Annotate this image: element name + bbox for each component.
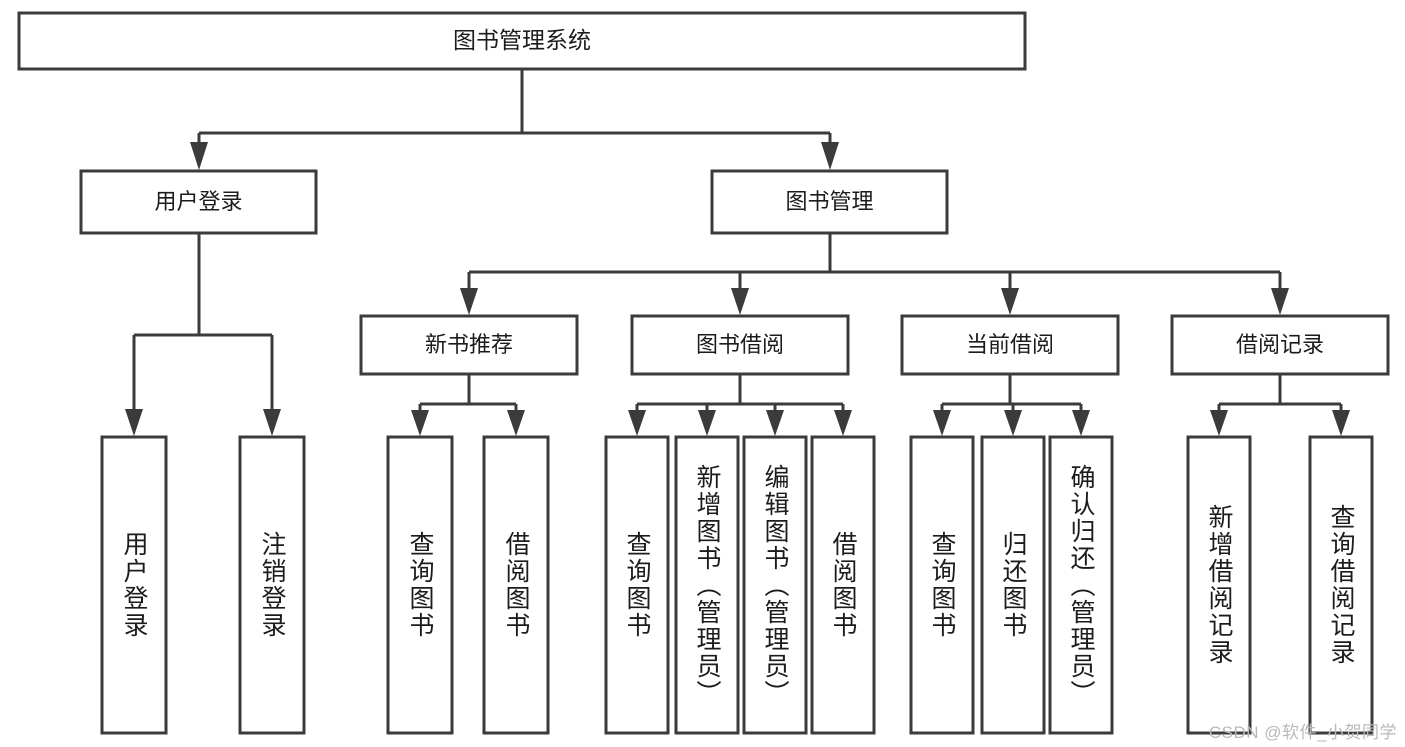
connector-borrow-record-to-leaves bbox=[1210, 374, 1350, 436]
connector-current-borrow-to-leaves bbox=[933, 374, 1090, 436]
node-leaf-query-book-1-box[interactable] bbox=[386, 435, 454, 735]
node-leaf-return-book-box[interactable] bbox=[980, 435, 1046, 735]
node-leaf-logout-login-box[interactable] bbox=[238, 435, 306, 735]
connector-new-book-recommend-to-leaves bbox=[411, 374, 525, 436]
node-new-book-recommend-box[interactable] bbox=[359, 314, 579, 376]
node-user-login-box[interactable] bbox=[79, 169, 318, 235]
node-leaf-add-book-box[interactable] bbox=[674, 435, 740, 735]
node-leaf-borrow-book-2-box[interactable] bbox=[810, 435, 876, 735]
connector-book-borrow-to-leaves bbox=[628, 374, 852, 436]
node-borrow-record-box[interactable] bbox=[1170, 314, 1390, 376]
node-leaf-borrow-book-1-box[interactable] bbox=[482, 435, 550, 735]
node-leaf-query-book-3-box[interactable] bbox=[909, 435, 975, 735]
connector-book-manage-to-level2 bbox=[460, 233, 1289, 315]
node-leaf-user-login-box[interactable] bbox=[100, 435, 168, 735]
node-leaf-query-book-2-box[interactable] bbox=[604, 435, 670, 735]
csdn-watermark: CSDN @软件_小贺同学 bbox=[1208, 723, 1397, 742]
node-current-borrow-box[interactable] bbox=[900, 314, 1120, 376]
node-leaf-query-record-box[interactable] bbox=[1308, 435, 1374, 735]
connector-root-to-level1 bbox=[190, 69, 839, 170]
node-leaf-edit-book-box[interactable] bbox=[742, 435, 808, 735]
node-leaf-add-record-box[interactable] bbox=[1186, 435, 1252, 735]
node-book-manage-box[interactable] bbox=[710, 169, 949, 235]
node-root-box[interactable] bbox=[17, 11, 1027, 71]
connector-user-login-to-leaves bbox=[125, 233, 281, 436]
node-book-borrow-box[interactable] bbox=[630, 314, 850, 376]
node-leaf-confirm-return-box[interactable] bbox=[1048, 435, 1114, 735]
